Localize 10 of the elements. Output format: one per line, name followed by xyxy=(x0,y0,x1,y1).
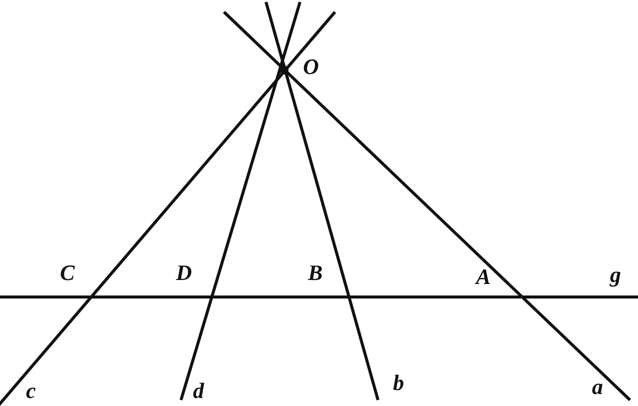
line-label: g xyxy=(610,264,621,286)
line-label: b xyxy=(393,372,404,394)
point-label: C xyxy=(60,262,75,284)
point-label: A xyxy=(476,266,491,288)
point-label: O xyxy=(303,56,319,78)
point-label: D xyxy=(176,262,192,284)
point-label: B xyxy=(308,262,323,284)
line-label: c xyxy=(26,380,36,402)
line-label: d xyxy=(193,380,204,402)
line-label: a xyxy=(592,376,603,398)
